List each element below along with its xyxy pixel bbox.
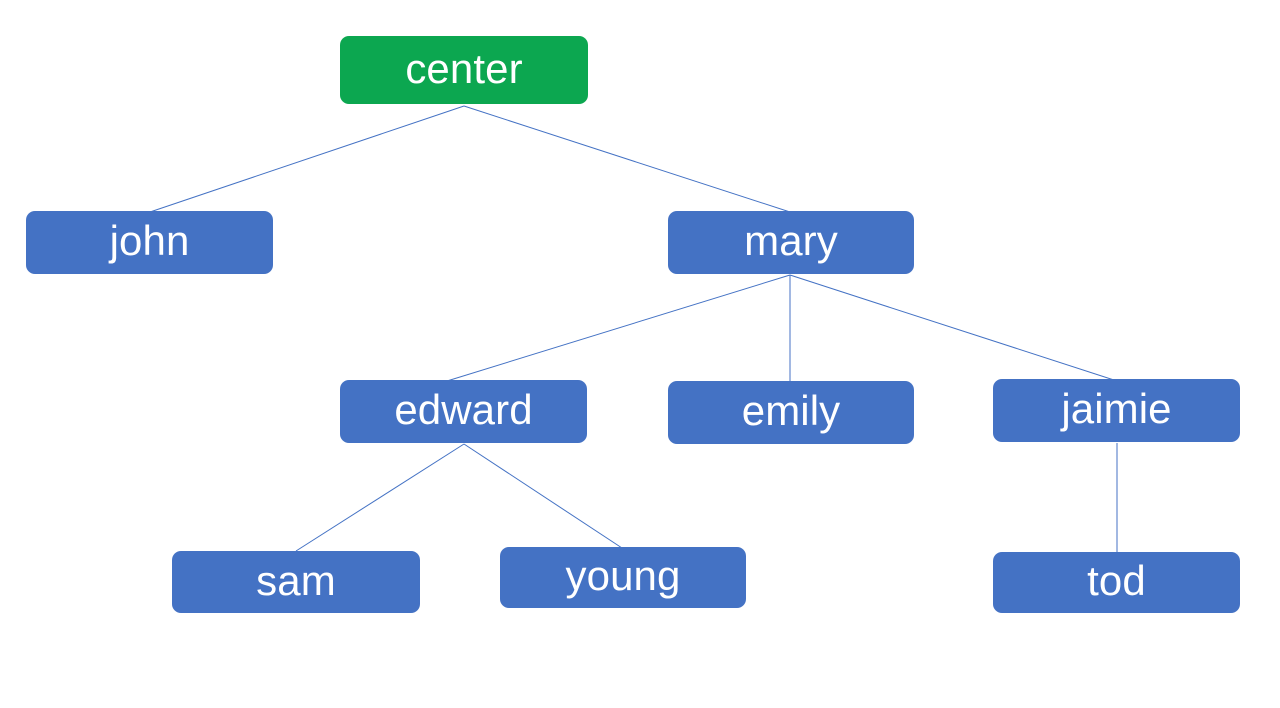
node-center[interactable]: center [340,36,588,104]
node-john[interactable]: john [26,211,273,274]
node-label-young: young [565,552,681,599]
node-emily[interactable]: emily [668,381,914,444]
node-label-edward: edward [394,386,533,433]
edge-edward-to-sam [295,443,465,552]
node-label-jaimie: jaimie [1061,385,1172,432]
node-edward[interactable]: edward [340,380,587,443]
edge-mary-to-edward [446,274,791,382]
edge-edward-to-young [463,443,623,549]
node-label-sam: sam [256,556,336,604]
node-young[interactable]: young [500,547,746,608]
node-label-tod: tod [1087,557,1146,604]
node-label-mary: mary [744,217,838,264]
node-label-emily: emily [741,387,841,434]
node-label-center: center [405,44,523,92]
node-label-john: john [109,217,190,264]
node-tod[interactable]: tod [993,552,1240,613]
edge-center-to-john [149,105,465,213]
node-sam[interactable]: sam [172,551,420,613]
edge-mary-to-jaimie [789,274,1118,382]
edge-center-to-mary [463,105,791,213]
node-jaimie[interactable]: jaimie [993,379,1240,442]
node-mary[interactable]: mary [668,211,914,274]
